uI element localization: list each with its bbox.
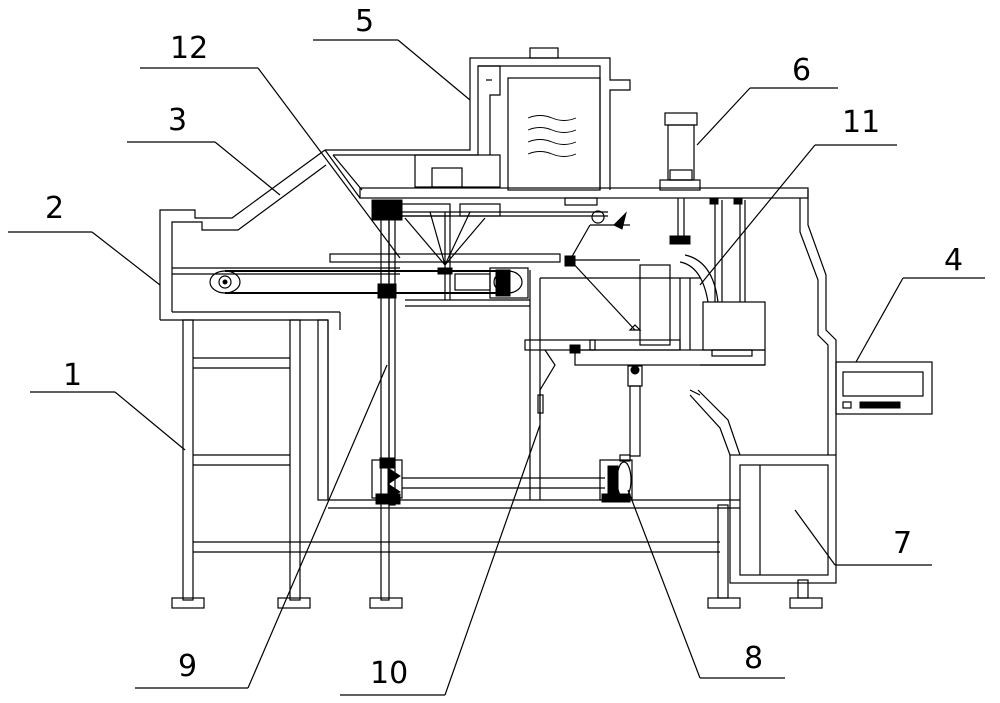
label-12: 12 bbox=[170, 31, 208, 66]
label-6: 6 bbox=[792, 53, 811, 88]
center-mechanism bbox=[524, 210, 766, 457]
control-panel bbox=[835, 361, 933, 415]
label-7: 7 bbox=[893, 526, 912, 561]
right-housing bbox=[689, 190, 837, 456]
cabinet bbox=[729, 454, 837, 584]
label-8: 8 bbox=[744, 641, 763, 676]
label-2: 2 bbox=[45, 191, 64, 226]
left-housing bbox=[159, 149, 400, 500]
label-3: 3 bbox=[168, 103, 187, 138]
label-10: 10 bbox=[370, 656, 408, 691]
belt-drive bbox=[209, 267, 529, 299]
label-4: 4 bbox=[944, 243, 963, 278]
dispenser-nozzles bbox=[329, 199, 561, 300]
lower-frame bbox=[328, 270, 740, 509]
hopper bbox=[324, 47, 631, 199]
label-11: 11 bbox=[842, 105, 880, 140]
pipe-box bbox=[679, 197, 766, 357]
label-9: 9 bbox=[178, 649, 197, 684]
label-5: 5 bbox=[355, 4, 374, 39]
leg-frame bbox=[171, 319, 823, 609]
vertical-shaft bbox=[371, 214, 633, 601]
label-1: 1 bbox=[63, 358, 82, 393]
cylinder bbox=[659, 112, 701, 245]
leader-lines bbox=[8, 39, 985, 696]
